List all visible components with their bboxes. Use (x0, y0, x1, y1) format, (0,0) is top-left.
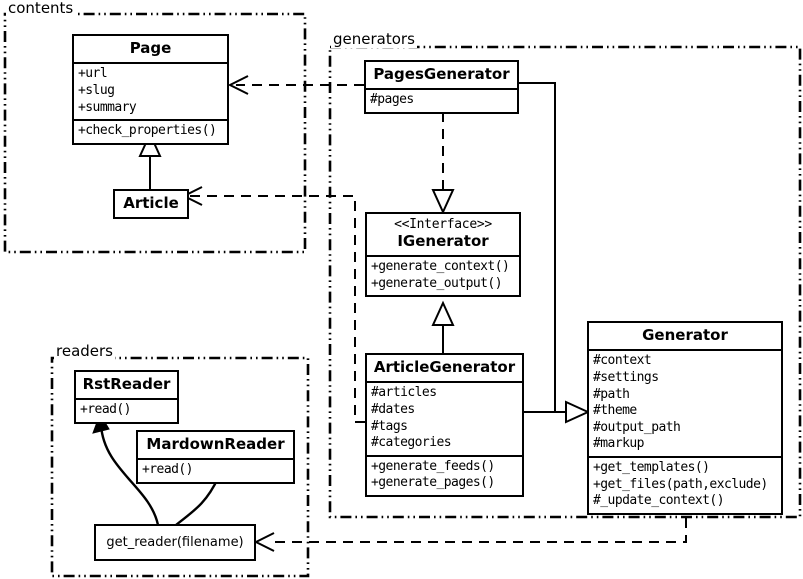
operation: +generate_pages() (371, 475, 495, 491)
operation: +get_files(path,exclude) (593, 476, 768, 492)
attribute: #theme (593, 403, 637, 419)
attribute: +summary (78, 99, 137, 115)
operation: +read() (80, 402, 131, 418)
class-box-pagesgenerator[interactable]: PagesGenerator #pages (364, 60, 519, 114)
class-box-rstreader[interactable]: RstReader +read() (74, 370, 179, 424)
operation: #_update_context() (593, 493, 725, 509)
attribute: #tags (371, 418, 408, 434)
package-label-generators: generators (331, 30, 417, 48)
class-name-article: Article (123, 194, 179, 212)
class-name-pagesgenerator: PagesGenerator (373, 65, 510, 83)
operation: +generate_feeds() (371, 458, 495, 474)
class-box-articlegenerator[interactable]: ArticleGenerator #articles #dates #tags … (365, 353, 524, 497)
class-name-rstreader: RstReader (82, 375, 171, 393)
function-box-get-reader[interactable]: get_reader(filename) (94, 524, 256, 561)
class-name-articlegenerator: ArticleGenerator (373, 358, 516, 376)
class-operations-mardownreader: +read() (138, 458, 293, 482)
class-name-page: Page (129, 39, 172, 57)
rel-getreader-to-mardownreader-curve (175, 477, 220, 526)
rel-articlegenerator-to-igenerator-arrowhead (431, 300, 455, 326)
class-attributes-articlegenerator: #articles #dates #tags #categories (367, 381, 522, 455)
class-attributes-pagesgenerator: #pages (366, 88, 517, 112)
attribute: #output_path (593, 419, 681, 435)
class-attributes-generator: #context #settings #path #theme #output_… (589, 349, 781, 456)
rel-pagesgenerator-to-page-arrowhead (227, 75, 249, 95)
attribute: #path (593, 386, 630, 402)
class-name-generator: Generator (642, 326, 728, 344)
rel-pagesgenerator-to-generator-line (519, 82, 568, 413)
class-name-igenerator-text: IGenerator (397, 231, 489, 250)
operation: +read() (142, 462, 193, 478)
class-box-page[interactable]: Page +url +slug +summary +check_properti… (72, 34, 229, 145)
class-operations-rstreader: +read() (76, 398, 177, 422)
class-operations-page: +check_properties() (74, 119, 227, 143)
class-box-mardownreader[interactable]: MardownReader +read() (136, 430, 295, 484)
class-name-mardownreader: MardownReader (146, 435, 285, 453)
attribute: #markup (593, 436, 644, 452)
rel-to-generator-arrowhead (565, 400, 591, 424)
attribute: #dates (371, 401, 415, 417)
operation: +get_templates() (593, 460, 710, 475)
class-operations-igenerator: +generate_context() +generate_output() (367, 255, 519, 295)
function-label-get-reader: get_reader(filename) (106, 535, 244, 550)
attribute: #pages (370, 92, 414, 108)
class-name-igenerator: <<Interface>> IGenerator (367, 214, 519, 255)
attribute: +url (78, 66, 108, 82)
attribute: #articles (371, 385, 437, 401)
class-box-article[interactable]: Article (113, 189, 189, 220)
rel-pagesgenerator-to-igenerator-arrowhead (431, 189, 455, 215)
package-label-contents: contents (6, 0, 76, 17)
attribute: #categories (371, 435, 452, 451)
operation: +generate_context() (371, 259, 510, 275)
operation: +generate_output() (371, 275, 503, 291)
attribute: #settings (593, 369, 659, 385)
class-box-igenerator[interactable]: <<Interface>> IGenerator +generate_conte… (365, 212, 521, 298)
attribute: +slug (78, 82, 115, 98)
class-stereotype-igenerator: <<Interface>> (394, 217, 492, 232)
rel-articlegenerator-to-article-line (190, 195, 365, 423)
package-label-readers: readers (54, 342, 115, 360)
class-operations-articlegenerator: +generate_feeds() +generate_pages() (367, 454, 522, 495)
operation: +check_properties() (78, 123, 217, 139)
attribute: #context (593, 353, 652, 369)
class-box-generator[interactable]: Generator #context #settings #path #them… (587, 321, 783, 515)
class-attributes-page: +url +slug +summary (74, 62, 227, 119)
class-operations-generator: +get_templates() +get_files(path,exclude… (589, 456, 781, 513)
rel-generator-to-getreader-arrowhead (253, 532, 275, 552)
